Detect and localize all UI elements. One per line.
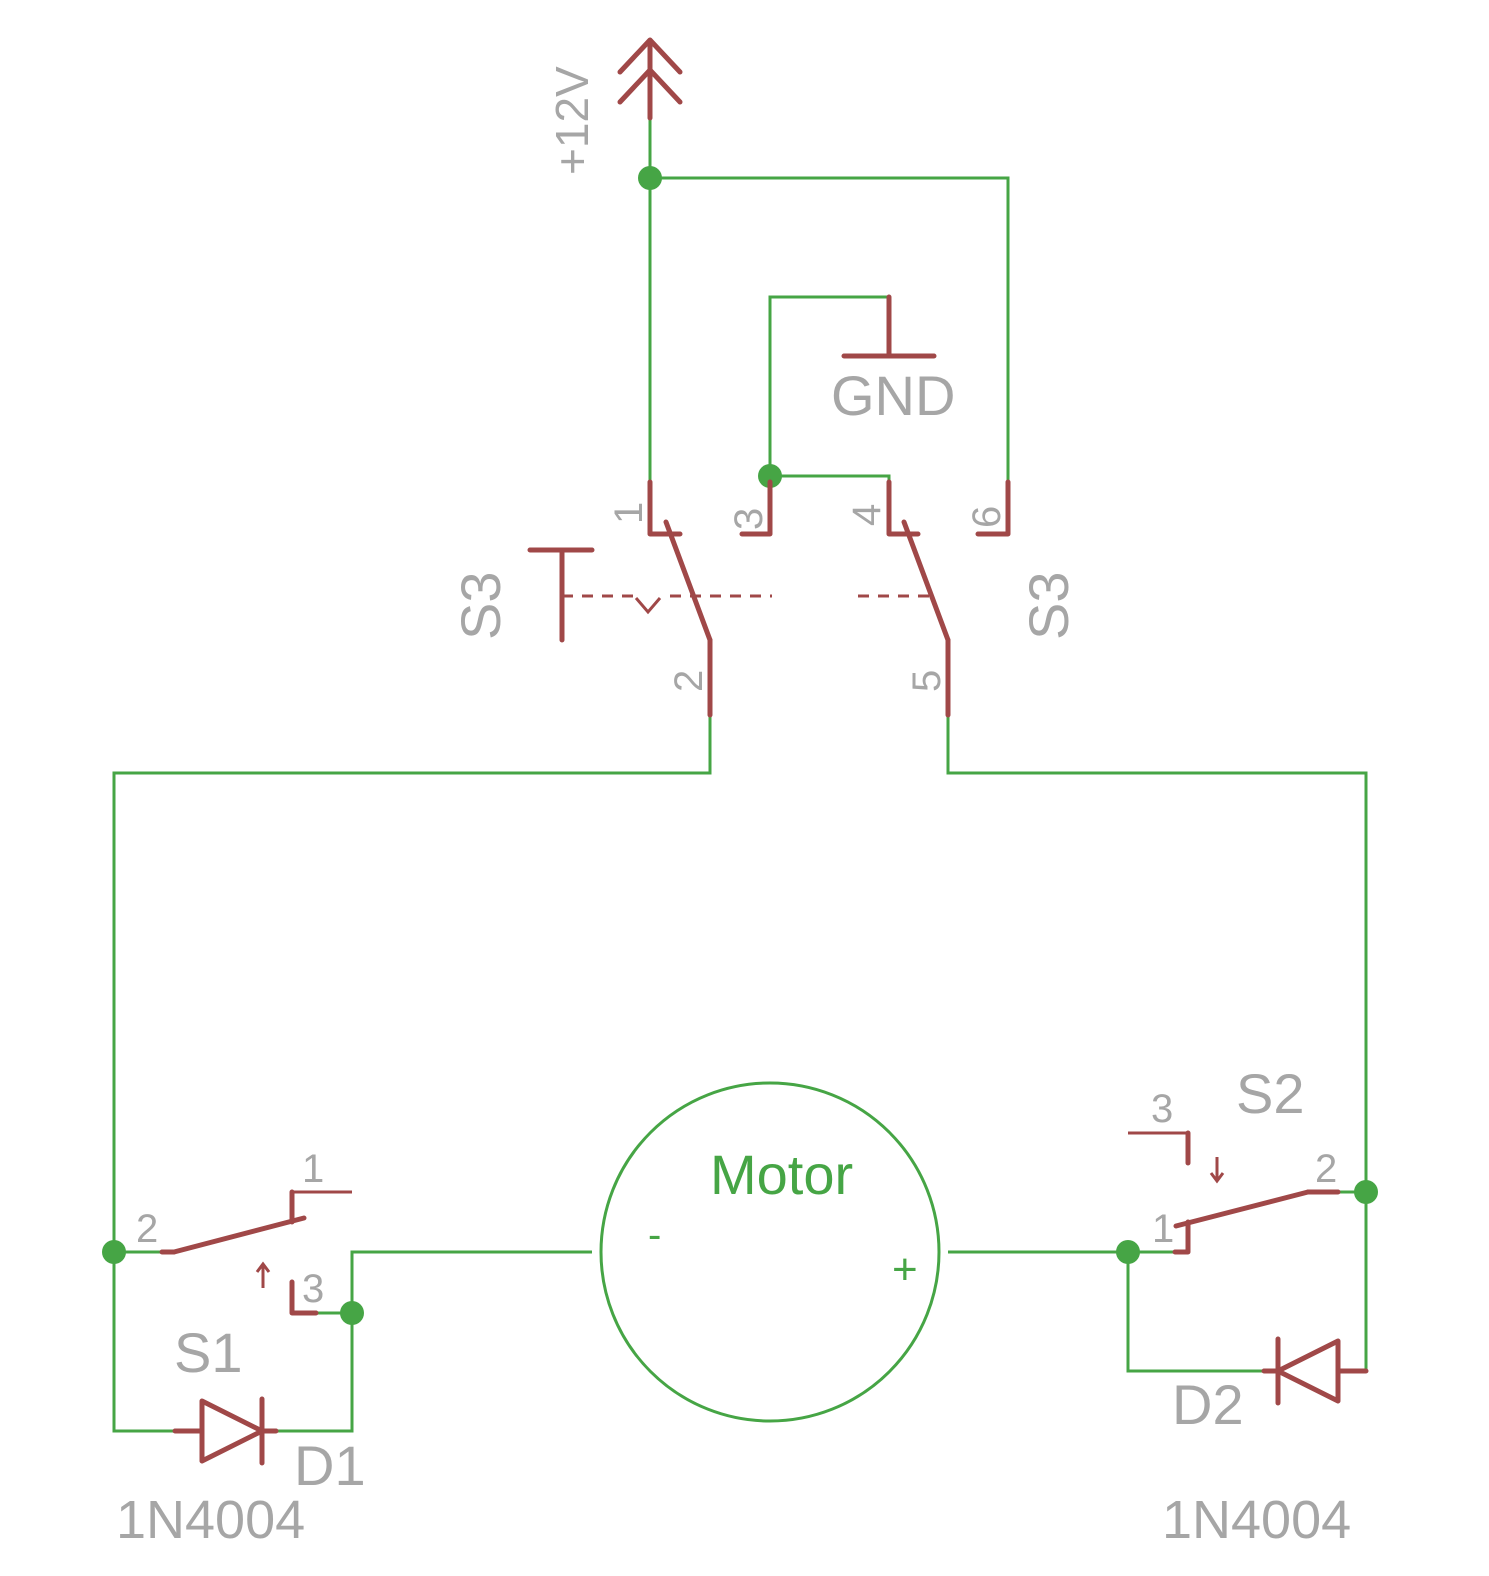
s1-name: S1	[174, 1321, 243, 1384]
s3-pin-number: 5	[905, 670, 949, 692]
motor-plus-label: +	[892, 1245, 918, 1294]
s3-pin-number: 3	[727, 508, 771, 530]
supply-arrow-icon	[617, 37, 683, 121]
motor-circle	[599, 1081, 941, 1423]
junction-dot	[638, 166, 662, 190]
d2-value: 1N4004	[1162, 1490, 1351, 1550]
junction-dot	[1354, 1180, 1378, 1204]
wire-pin5-right-rail	[946, 715, 1368, 1373]
s1-nc-contact	[289, 1279, 319, 1316]
junctions	[102, 166, 1378, 1325]
s3-pin-number: 1	[607, 502, 651, 524]
s3-right-blade	[901, 519, 951, 643]
motor-label: Motor	[710, 1143, 853, 1206]
wire-d1-cathode	[262, 1313, 354, 1433]
s3-detent	[634, 597, 662, 615]
switch-s1: 1 2 3 S1	[136, 1147, 352, 1384]
switch-s3: 1 3 2 4 6 5 S3 S3	[449, 479, 1080, 718]
ground-symbol: GND	[831, 294, 955, 427]
supply-symbol: +12V	[546, 37, 683, 175]
s2-pin-number: 2	[1315, 1147, 1337, 1191]
s3-left-blade	[663, 519, 713, 643]
wire-gnd-loop	[768, 295, 889, 482]
wire-s1-nc-to-motor	[300, 1250, 592, 1315]
wires	[112, 118, 1368, 1433]
d1-body-icon	[172, 1396, 279, 1466]
s3-pin-number: 2	[667, 670, 711, 692]
s2-name: S2	[1236, 1062, 1305, 1125]
s1-blade	[171, 1215, 307, 1255]
wire-d2-cathode	[1126, 1252, 1278, 1373]
s2-blade	[1173, 1189, 1311, 1229]
ground-label: GND	[831, 364, 955, 427]
diode-d2: D2 1N4004	[1162, 1336, 1369, 1550]
s1-actuator-arrow-icon	[255, 1261, 271, 1288]
d2-name: D2	[1172, 1373, 1244, 1436]
d1-value: 1N4004	[116, 1490, 305, 1550]
d1-name: D1	[294, 1434, 366, 1497]
d2-body-icon	[1261, 1336, 1369, 1406]
s2-nc-contact	[1172, 1219, 1191, 1255]
s3-pin6-lead	[975, 479, 1011, 537]
wire-gnd-to-pin4	[770, 474, 891, 482]
s1-pin-number: 3	[302, 1267, 324, 1311]
switch-s2: 3 2 1 S2	[1128, 1062, 1341, 1255]
junction-dot	[1116, 1240, 1140, 1264]
s1-pin-number: 1	[302, 1147, 324, 1191]
motor-minus-label: -	[648, 1213, 661, 1257]
s3-pin-number: 6	[965, 506, 1009, 528]
s2-actuator-arrow-icon	[1209, 1157, 1225, 1184]
s3-pin-number: 4	[845, 504, 889, 526]
motor: Motor - +	[599, 1081, 941, 1423]
s2-pin-number: 3	[1151, 1087, 1173, 1131]
junction-dot	[102, 1240, 126, 1264]
s3-right-name: S3	[1017, 572, 1080, 641]
s1-pin-number: 2	[136, 1207, 158, 1251]
junction-dot	[758, 464, 782, 488]
wire-pin2-left-rail	[112, 715, 712, 1433]
s2-pin-number: 1	[1152, 1207, 1174, 1251]
wire-supply-to-pin6	[650, 176, 1010, 482]
ground-bar-icon	[841, 294, 937, 359]
s3-pin3-lead	[739, 479, 773, 537]
junction-dot	[340, 1301, 364, 1325]
supply-label: +12V	[546, 66, 598, 175]
s3-left-name: S3	[449, 572, 512, 641]
diode-d1: D1 1N4004	[116, 1396, 366, 1550]
